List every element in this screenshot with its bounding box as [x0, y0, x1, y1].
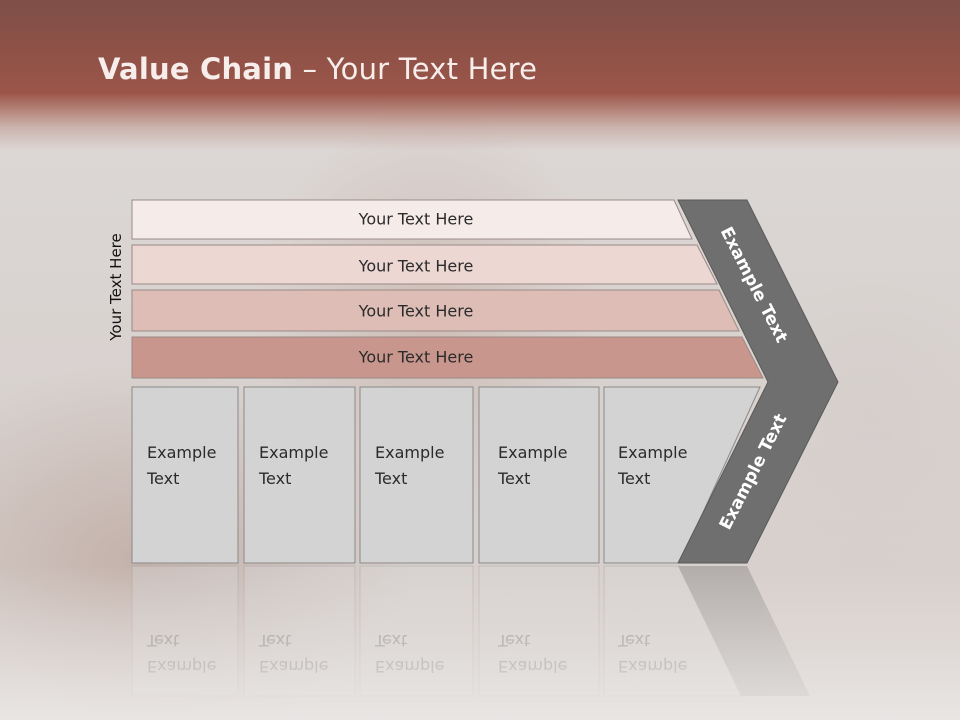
box-4-label: Example Text [498, 440, 598, 492]
box-2-label: Example Text [259, 440, 359, 492]
bar-2 [131, 244, 718, 285]
box-5-label: Example Text [618, 440, 718, 492]
box-1-line1: Example [147, 443, 217, 462]
chevron-arrow [677, 199, 839, 564]
box-5-line1: Example [618, 443, 688, 462]
box-4 [478, 386, 600, 564]
box-3-line2: Text [375, 469, 408, 488]
bar-1-label: Your Text Here [358, 209, 474, 229]
bar-4-label: Your Text Here [358, 347, 474, 367]
bar-3 [131, 289, 740, 332]
box-2-line2: Text [259, 469, 292, 488]
slide-title: Value Chain – Your Text Here [98, 52, 537, 86]
bar-4 [131, 336, 764, 379]
header-band [0, 0, 960, 150]
box-1 [131, 386, 239, 564]
bar-1 [131, 199, 693, 240]
box-3 [359, 386, 474, 564]
box-1-label: Example Text [147, 440, 247, 492]
box-5-line2: Text [618, 469, 651, 488]
bar-2-label: Your Text Here [358, 256, 474, 276]
box-3-line1: Example [375, 443, 445, 462]
box-4-line1: Example [498, 443, 568, 462]
box-2-line1: Example [259, 443, 329, 462]
reflection-fade [0, 565, 960, 720]
box-2 [243, 386, 356, 564]
bar-3-label: Your Text Here [358, 301, 474, 321]
title-rest: – Your Text Here [293, 52, 538, 86]
box-3-label: Example Text [375, 440, 475, 492]
reflection: Example Text Example Text Example Text E… [0, 565, 960, 720]
title-bold: Value Chain [98, 52, 294, 86]
box-1-line2: Text [147, 469, 180, 488]
box-4-line2: Text [498, 469, 531, 488]
